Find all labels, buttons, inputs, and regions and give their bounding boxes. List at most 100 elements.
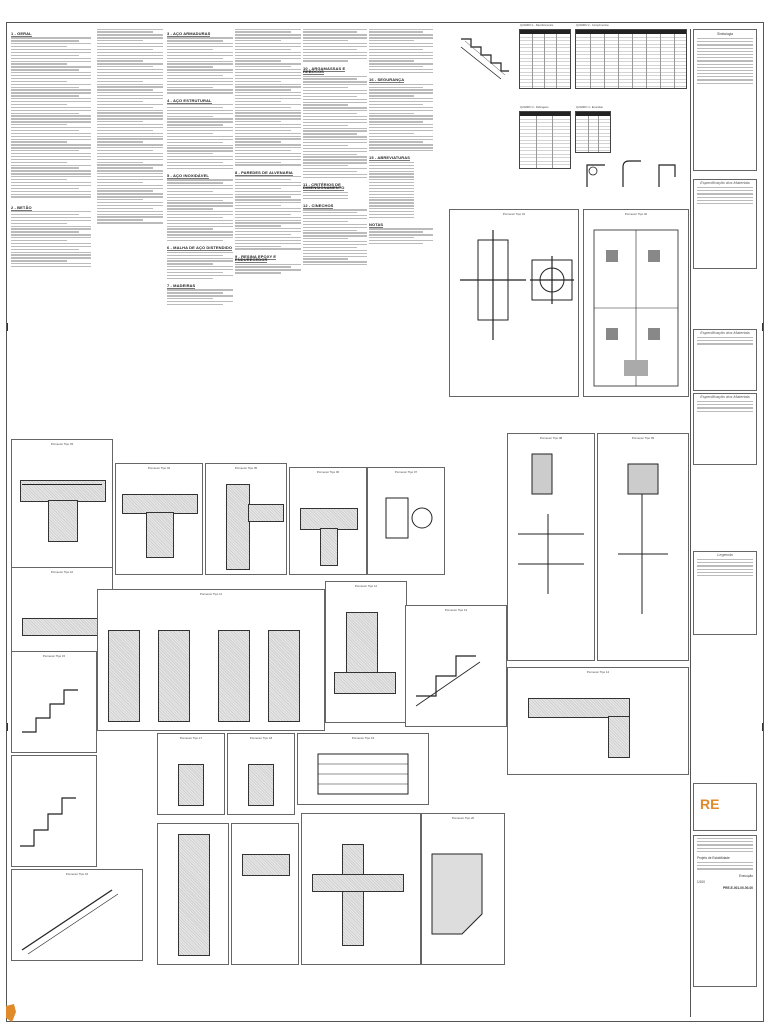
section-heading: 3 - AÇO ARMADURAS xyxy=(167,31,211,37)
notes-column-5: 10 - ARGAMASSAS E REBOCOS 11 - CRITÉRIOS… xyxy=(303,27,367,267)
notes-text xyxy=(11,37,91,198)
detail-title: Pormenor Tipo 01 xyxy=(502,212,526,216)
title-block: Simbologia Especificação dos Materiais E… xyxy=(690,29,759,1017)
detail-beam-1: Pormenor Tipo 17 xyxy=(157,733,225,815)
logo-box: RE xyxy=(693,783,757,831)
notes-text xyxy=(167,104,233,169)
table-title: QUADRO 3 - Dobragens xyxy=(520,106,549,109)
notes-text xyxy=(167,289,233,306)
notes-text xyxy=(167,251,233,280)
section-heading: 4 - AÇO ESTRUTURAL xyxy=(167,97,212,104)
project-info: Projeto de Estabilidade Execução 1/100 P… xyxy=(693,835,757,987)
detail-drawing xyxy=(518,453,584,594)
drawing-sheet: 1 - GERAL 2 - BETÃO xyxy=(6,22,764,1022)
scale-label: 1/100 xyxy=(697,879,705,884)
notes-text xyxy=(369,28,433,74)
notes-text xyxy=(167,179,233,242)
detail-title: Pormenor Tipo 16 xyxy=(65,872,89,876)
detail-footing: Pormenor Tipo 12 xyxy=(325,581,407,723)
detail-drawing xyxy=(593,229,679,387)
detail-title: Pormenor Tipo 02 xyxy=(624,212,648,216)
notes-column-3: 3 - AÇO ARMADURAS 4 - AÇO ESTRUTURAL 5 -… xyxy=(167,27,233,307)
notes-text xyxy=(303,191,367,199)
detail-stair-3: Pormenor Tipo 16 xyxy=(11,869,143,961)
detail-plan-grid: Pormenor Tipo 02 xyxy=(583,209,689,397)
detail-drawing xyxy=(22,689,78,733)
detail-title: Pormenor Tipo 20 xyxy=(451,816,475,820)
notes-text xyxy=(235,263,301,274)
table-title: QUADRO 1 - Recobrimentos xyxy=(520,24,554,27)
spec-table-1: Especificação dos Materiais xyxy=(693,179,757,269)
project-title: Projeto de Estabilidade xyxy=(697,855,730,860)
detail-title: Pormenor Tipo 04 xyxy=(147,466,171,470)
symbols-legend: Simbologia xyxy=(693,29,757,171)
table-title: QUADRO 2 - Comprimentos xyxy=(576,24,609,27)
detail-title: Pormenor Tipo 03 xyxy=(50,442,74,446)
detail-column-base: Pormenor Tipo 10 xyxy=(11,567,113,653)
detail-t-beam: Pormenor Tipo 04 xyxy=(115,463,203,575)
table-emendas: QUADRO 4 - Emendas xyxy=(575,106,611,153)
notes-text xyxy=(235,176,301,250)
notes-text xyxy=(369,228,433,245)
detail-title: Pormenor Tipo 07 xyxy=(394,470,418,474)
detail-title: Pormenor Tipo 17 xyxy=(179,736,203,740)
drawing-number: PRE-E-001-00-00-00 xyxy=(723,885,753,890)
section-heading: 15 - ABREVIATURAS xyxy=(369,155,411,162)
section-heading: 1 - GERAL xyxy=(11,31,32,37)
stamp-icon xyxy=(6,1004,16,1022)
detail-connection xyxy=(301,813,421,965)
spec-title: Especificação dos Materiais xyxy=(700,330,750,335)
detail-title: Pormenor Tipo 13 xyxy=(444,608,468,612)
edge-mark xyxy=(762,723,763,731)
detail-lintel xyxy=(231,823,299,965)
detail-title: Pormenor Tipo 08 xyxy=(539,436,563,440)
table-title: QUADRO 4 - Emendas xyxy=(576,106,603,109)
detail-wall xyxy=(157,823,229,965)
detail-drawing xyxy=(460,230,574,340)
detail-stair-slab: Pormenor Tipo 13 xyxy=(405,605,507,727)
detail-title: Pormenor Tipo 10 xyxy=(50,570,74,574)
detail-title: Pormenor Tipo 18 xyxy=(249,736,273,740)
notes-text xyxy=(235,28,301,166)
spec-table-2: Especificação dos Materiais xyxy=(693,329,757,391)
detail-beam-2: Pormenor Tipo 18 xyxy=(227,733,295,815)
section-heading: NOTAS xyxy=(369,222,384,229)
detail-title: Pormenor Tipo 06 xyxy=(316,470,340,474)
detail-drawing xyxy=(618,463,668,614)
notes-text xyxy=(369,161,433,219)
stair-sketch xyxy=(460,38,509,80)
detail-title: Pormenor Tipo 05 xyxy=(234,466,258,470)
detail-wall-slab: Pormenor Tipo 06 xyxy=(289,467,367,575)
detail-ramp: Pormenor Tipo 19 xyxy=(297,733,429,805)
hook-sketches xyxy=(586,160,676,187)
table-comprimentos: QUADRO 2 - Comprimentos xyxy=(575,24,687,89)
notes-column-2 xyxy=(97,27,163,225)
detail-title: Pormenor Tipo 15 xyxy=(42,654,66,658)
project-phase: Execução xyxy=(739,873,753,878)
detail-column-crossing: Pormenor Tipo 01 xyxy=(449,209,579,397)
detail-stair-1: Pormenor Tipo 15 xyxy=(11,651,97,753)
spec-table-3: Especificação dos Materiais xyxy=(693,393,757,465)
detail-drawing xyxy=(431,853,483,935)
symbols-title: Simbologia xyxy=(717,32,733,36)
detail-drawing xyxy=(385,497,433,539)
detail-drawing xyxy=(20,797,76,847)
section-heading: 11 - CRITÉRIOS DE DIMENSIONAMENTO xyxy=(303,181,345,192)
detail-slab-edge: Pormenor Tipo 14 xyxy=(507,667,689,775)
detail-drawing xyxy=(317,753,409,795)
stair-detail xyxy=(457,29,513,89)
detail-drawing xyxy=(21,889,119,955)
detail-tie: Pormenor Tipo 07 xyxy=(367,467,445,575)
notes-column-4: 8 - PAREDES DE ALVENARIA 9 - RESINA EPOX… xyxy=(235,27,301,275)
detail-title: Pormenor Tipo 19 xyxy=(351,736,375,740)
spec-title: Especificação dos Materiais xyxy=(700,180,750,185)
notes-text xyxy=(369,83,433,152)
section-heading: 5 - AÇO INOXIDÁVEL xyxy=(167,172,209,179)
section-heading: 16 - SEGURANÇA xyxy=(369,77,405,84)
notes-text xyxy=(303,75,367,178)
notes-text xyxy=(303,209,367,266)
detail-column-beam: Pormenor Tipo 05 xyxy=(205,463,287,575)
section-heading: 10 - ARGAMASSAS E REBOCOS xyxy=(303,65,346,76)
detail-drawing xyxy=(415,655,481,707)
detail-title: Pormenor Tipo 12 xyxy=(354,584,378,588)
